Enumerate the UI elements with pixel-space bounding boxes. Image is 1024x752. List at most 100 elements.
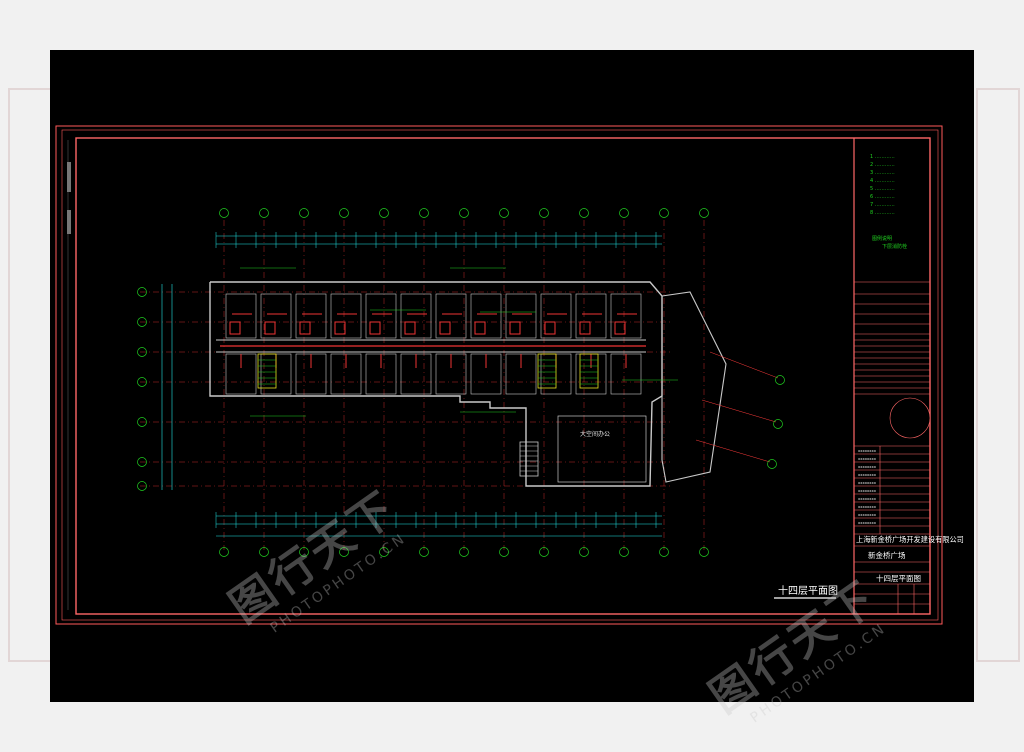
fixture-pipe [579, 321, 591, 335]
elevator-core [257, 353, 277, 389]
elevator-core [579, 353, 599, 389]
grid-axis-bubble [137, 417, 147, 427]
grid-axis-bubble [699, 547, 709, 557]
grid-axis-bubble [459, 547, 469, 557]
svg-text:1 …………: 1 ………… [870, 154, 895, 160]
svg-text:xxxxxxxx: xxxxxxxx [858, 480, 877, 485]
grid-axis-bubble [137, 347, 147, 357]
grid-axis-bubble [137, 481, 147, 491]
grid-axis-bubble [773, 419, 783, 429]
floor-plan [137, 208, 785, 557]
svg-text:xxxxxxxx: xxxxxxxx [858, 472, 877, 477]
fixture-pipe [614, 321, 626, 335]
grid-axis-bubble [619, 547, 629, 557]
room-partition [225, 293, 257, 339]
stair-core [519, 441, 539, 477]
background-sheet-left [8, 88, 52, 662]
title-block: 1 ………… 2 ………… 3 ………… 4 ………… 5 ………… 6 ………… 7… [854, 154, 964, 614]
grid-axis-bubble [419, 208, 429, 218]
room-partition [540, 293, 572, 339]
svg-text:xxxxxxxx: xxxxxxxx [858, 496, 877, 501]
plan-title: 十四层平面图 [778, 584, 838, 597]
north-arrow [889, 397, 931, 439]
grid-axis-bubble [259, 208, 269, 218]
legend-note: 下层消防栓 [882, 243, 907, 250]
grid-axis-bubble [459, 208, 469, 218]
grid-axis-bubble [767, 459, 777, 469]
sheet-title: 十四层平面图 [876, 573, 921, 583]
room-partition [505, 293, 537, 339]
room-partition [435, 293, 467, 339]
room-partition [575, 293, 607, 339]
grid-axis-bubble [499, 208, 509, 218]
svg-text:xxxxxxxx: xxxxxxxx [858, 520, 877, 525]
grid-axis-bubble [299, 547, 309, 557]
svg-text:xxxxxxxx: xxxxxxxx [858, 504, 877, 509]
grid-axis-bubble [619, 208, 629, 218]
room-label: 大空间办公 [580, 430, 610, 438]
angled-wing-outline [661, 291, 727, 483]
grid-axis-bubble [299, 208, 309, 218]
grid-axis-bubble [259, 547, 269, 557]
grid-axis-bubble [379, 547, 389, 557]
margin-stamp [67, 210, 71, 234]
svg-text:xxxxxxxx: xxxxxxxx [858, 488, 877, 493]
grid-axis-bubble [579, 208, 589, 218]
fixture-pipe [404, 321, 416, 335]
svg-text:8 …………: 8 ………… [870, 210, 895, 216]
drawing-frame [75, 137, 931, 615]
grid-axis-bubble [379, 208, 389, 218]
grid-axis-bubble [419, 547, 429, 557]
fixture-pipe [544, 321, 556, 335]
fixture-pipe [299, 321, 311, 335]
fixture-pipe [229, 321, 241, 335]
room-partition [400, 293, 432, 339]
background-sheet-right [976, 88, 1020, 662]
elevator-core [537, 353, 557, 389]
grid-axis-bubble [219, 208, 229, 218]
fixture-pipe [264, 321, 276, 335]
svg-text:6 …………: 6 ………… [870, 194, 895, 200]
grid-axis-bubble [219, 547, 229, 557]
svg-text:2 …………: 2 ………… [870, 162, 895, 168]
room-partition [330, 293, 362, 339]
svg-text:4 …………: 4 ………… [870, 178, 895, 184]
angled-axis-line [709, 351, 779, 379]
grid-axis-bubble [659, 547, 669, 557]
grid-axis-bubble [137, 377, 147, 387]
svg-text:7 …………: 7 ………… [870, 202, 895, 208]
angled-axis-line [701, 399, 777, 423]
room-partition [295, 293, 327, 339]
room-partition [610, 293, 642, 339]
grid-axis-bubble [137, 287, 147, 297]
grid-axis-bubble [579, 547, 589, 557]
legend-note: 图例说明 [872, 235, 892, 242]
fixture-pipe [334, 321, 346, 335]
svg-text:5 …………: 5 ………… [870, 186, 895, 192]
grid-axis-bubble [137, 317, 147, 327]
grid-axis-bubble [137, 457, 147, 467]
fixture-pipe [474, 321, 486, 335]
grid-axis-bubble [539, 547, 549, 557]
grid-axis-bubble [339, 547, 349, 557]
floor-plan-drawing: 1 ………… 2 ………… 3 ………… 4 ………… 5 ………… 6 ………… 7… [55, 125, 964, 625]
grid-axis-bubble [699, 208, 709, 218]
grid-axis-bubble [775, 375, 785, 385]
grid-axis-bubble [499, 547, 509, 557]
grid-axis-bubble [659, 208, 669, 218]
svg-text:xxxxxxxx: xxxxxxxx [858, 448, 877, 453]
svg-text:xxxxxxxx: xxxxxxxx [858, 464, 877, 469]
fixture-pipe [509, 321, 521, 335]
grid-axis-bubble [539, 208, 549, 218]
svg-text:3 …………: 3 ………… [870, 170, 895, 176]
angled-axis-line [695, 439, 771, 463]
svg-text:xxxxxxxx: xxxxxxxx [858, 512, 877, 517]
cad-drawing-viewport[interactable]: 1 ………… 2 ………… 3 ………… 4 ………… 5 ………… 6 ………… 7… [50, 50, 974, 702]
project-name: 新金桥广场 [868, 550, 906, 560]
room-partition [365, 293, 397, 339]
company-name: 上海新金桥广场开发建设有限公司 [856, 535, 964, 544]
margin-stamp [67, 162, 71, 192]
outer-border [55, 125, 943, 625]
room-partition [260, 293, 292, 339]
svg-text:xxxxxxxx: xxxxxxxx [858, 456, 877, 461]
